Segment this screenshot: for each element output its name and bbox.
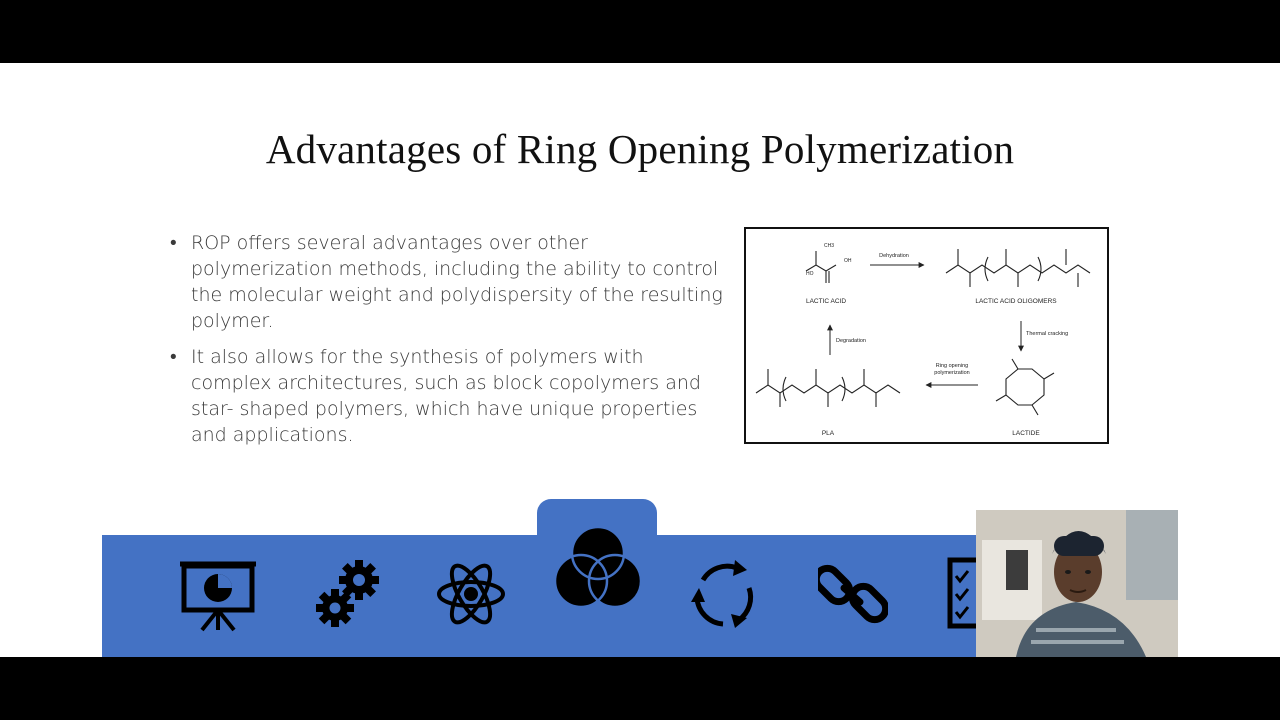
bullet-item: • It also allows for the synthesis of po… (170, 344, 730, 448)
atom-icon (436, 558, 506, 630)
pla-diagram-svg: HO OH CH3 LACTIC ACID Dehydration LACTIC… (755, 243, 1091, 437)
letterbox-bottom (0, 657, 1280, 720)
presentation-chart-icon (180, 560, 256, 632)
checklist-icon (946, 556, 976, 630)
lactic-acid-structure (805, 251, 837, 283)
pla-structure (755, 369, 901, 407)
label-thermal-cracking: Thermal cracking (1026, 331, 1068, 337)
letterbox-top (0, 0, 1280, 63)
svg-text:CH3: CH3 (824, 243, 834, 249)
pla-synthesis-diagram: HO OH CH3 LACTIC ACID Dehydration LACTIC… (744, 227, 1109, 444)
slide: Advantages of Ring Opening Polymerizatio… (0, 63, 1280, 657)
label-oligomers: LACTIC ACID OLIGOMERS (975, 298, 1057, 305)
bullet-item: • ROP offers several advantages over oth… (170, 230, 730, 334)
venn-circles-icon (553, 525, 643, 611)
label-pla: PLA (822, 430, 835, 437)
lactide-structure (995, 358, 1055, 416)
bullet-glyph: • (170, 232, 177, 254)
label-lactide: LACTIDE (1012, 430, 1040, 437)
bullet-list: • ROP offers several advantages over oth… (170, 230, 730, 458)
cycle-arrows-icon (689, 558, 759, 630)
gears-icon (313, 558, 383, 630)
slide-title: Advantages of Ring Opening Polymerizatio… (265, 126, 1015, 172)
webcam-video-icon (976, 510, 1178, 657)
chain-link-icon (818, 558, 888, 630)
oligomer-structure (945, 249, 1091, 287)
svg-text:OH: OH (844, 258, 852, 264)
bullet-text: It also allows for the synthesis of poly… (191, 346, 701, 446)
svg-text:HO: HO (806, 271, 814, 277)
label-rop-line2: polymerization (934, 370, 969, 376)
bullet-glyph: • (170, 346, 177, 368)
label-rop-line1: Ring opening (936, 363, 968, 369)
bullet-text: ROP offers several advantages over other… (191, 232, 723, 332)
label-lactic-acid: LACTIC ACID (806, 298, 846, 305)
label-degradation: Degradation (836, 338, 866, 344)
label-dehydration: Dehydration (879, 253, 909, 259)
